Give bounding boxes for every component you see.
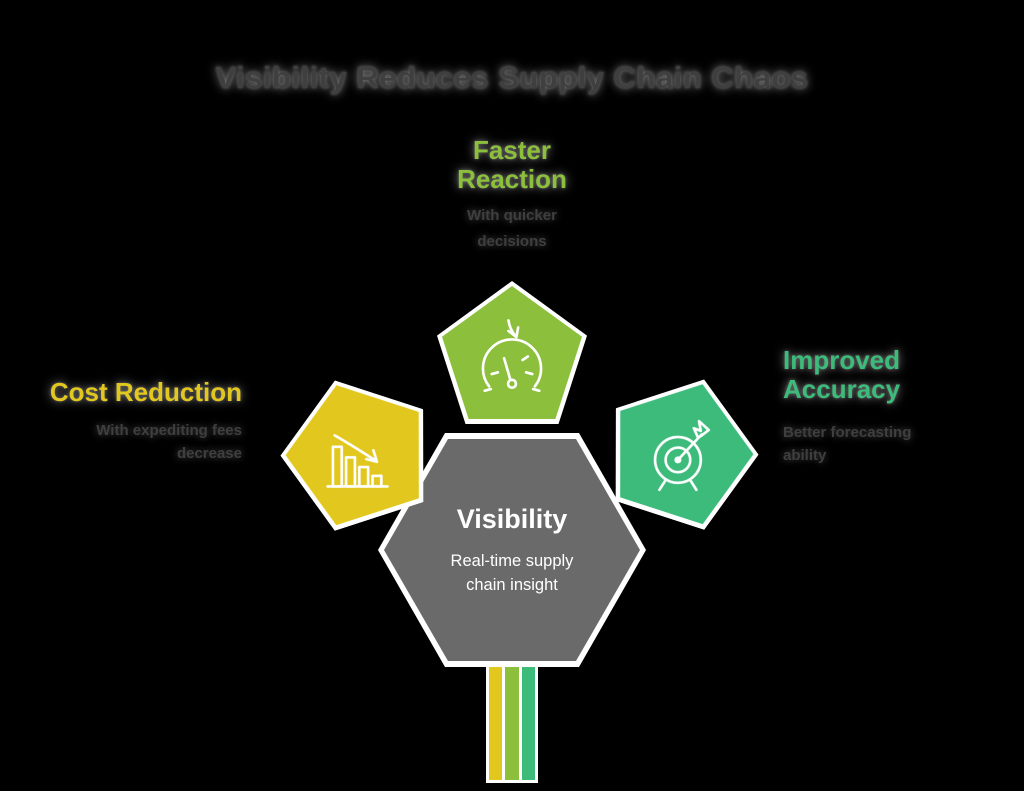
faster-reaction-heading: Faster Reaction	[362, 136, 662, 194]
faster-reaction-subtext-line1: With quicker	[467, 207, 557, 224]
visibility-subtext-line2: chain insight	[466, 575, 558, 594]
faster-reaction-subtext-line2: decisions	[477, 233, 547, 250]
faster-reaction-subtext: With quicker decisions	[362, 203, 662, 255]
improved-accuracy-heading-line1: Improved	[783, 345, 901, 375]
stripe-yellow	[489, 648, 503, 780]
improved-accuracy-heading: Improved Accuracy	[783, 346, 1013, 404]
visibility-subtext-line1: Real-time supply	[450, 551, 574, 570]
cost-reduction-heading: Cost Reduction	[49, 377, 242, 407]
visibility-subtext: Real-time supply chain insight	[451, 549, 574, 597]
stripe-green	[505, 648, 519, 780]
improved-accuracy-pentagon	[589, 356, 776, 538]
cost-reduction-subtext-line2: decrease	[176, 445, 242, 462]
improved-accuracy-pentagon-body	[595, 363, 769, 533]
target-arrow-icon	[636, 410, 724, 498]
faster-reaction-pentagon	[437, 281, 587, 424]
declining-bar-chart-icon	[315, 411, 403, 499]
cost-reduction-subtext-line1: With expediting fees	[96, 422, 242, 439]
visibility-heading: Visibility	[456, 503, 568, 534]
gauge-icon	[481, 318, 543, 392]
improved-accuracy-subtext-line1: Better forecasting	[783, 424, 912, 441]
faster-reaction-heading-line2: Reaction	[457, 164, 567, 194]
bottom-stripes	[486, 648, 538, 783]
cost-reduction-pentagon	[264, 357, 451, 539]
cost-reduction-subtext: With expediting fees decrease	[20, 419, 242, 465]
faster-reaction-heading-line1: Faster	[472, 135, 552, 165]
improved-accuracy-heading-line2: Accuracy	[783, 374, 901, 404]
visibility-hexagon: Visibility Real-time supply chain insigh…	[378, 433, 646, 667]
stripe-teal	[521, 648, 535, 780]
page-title: Visibility Reduces Supply Chain Chaos	[215, 60, 809, 95]
improved-accuracy-subtext-line2: ability	[783, 447, 827, 464]
faster-reaction-pentagon-body	[442, 286, 582, 419]
cost-reduction-pentagon-body	[270, 364, 444, 534]
improved-accuracy-subtext: Better forecasting ability	[783, 421, 1013, 467]
